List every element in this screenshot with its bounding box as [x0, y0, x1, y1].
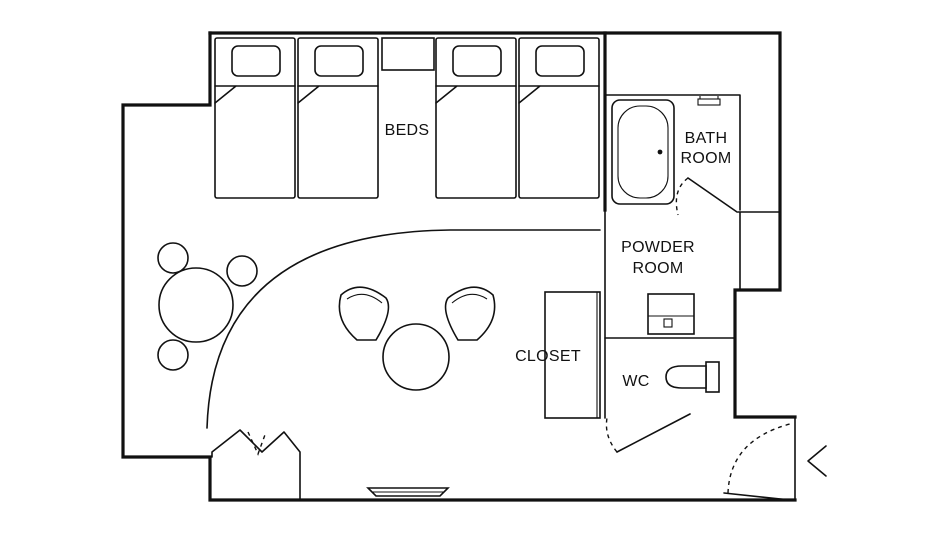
dining-set [157, 242, 258, 371]
bed-1 [214, 37, 296, 199]
powder-room-label-line2: ROOM [633, 260, 684, 277]
bathroom-label-line1: BATH [685, 130, 728, 147]
bed-2-pillow [314, 45, 364, 77]
lounge-set [338, 286, 496, 391]
cabinet [211, 429, 301, 501]
bathtub-basin [617, 105, 669, 199]
entry-arrow-icon [807, 445, 827, 477]
dining-chair [157, 339, 189, 371]
powder-room-label-line1: POWDER [621, 239, 695, 256]
wc-door [616, 413, 691, 453]
toilet-bowl [665, 365, 707, 389]
entrance [723, 416, 827, 501]
bed-3 [435, 37, 517, 199]
sink-faucet [663, 318, 673, 328]
armchair-right [444, 286, 496, 341]
entrance-door-swing [727, 423, 791, 494]
dining-table [158, 267, 234, 343]
wc-door-swing [605, 417, 618, 453]
bed-1-pillow [231, 45, 281, 77]
bed-2 [297, 37, 379, 199]
coffee-table [382, 323, 450, 391]
bench [366, 487, 450, 497]
powder-room: POWDER ROOM [604, 209, 741, 339]
bathroom: BATH ROOM [604, 94, 781, 216]
bathroom-door [687, 177, 738, 213]
entrance-door [723, 492, 791, 501]
bathtub-drain [657, 149, 663, 155]
wc-label: WC [622, 373, 649, 390]
floor-level-curve [206, 229, 601, 429]
bathroom-door-swing [675, 177, 689, 216]
closet-box [544, 291, 601, 419]
nightstand [381, 37, 435, 71]
toilet-tank [705, 361, 720, 393]
wc-room: WC [604, 337, 736, 453]
closet-label: CLOSET [515, 348, 581, 365]
bathroom-label-line2: ROOM [681, 150, 732, 167]
beds-area: BEDS [214, 37, 600, 199]
bed-3-pillow [452, 45, 502, 77]
bed-4-pillow [535, 45, 585, 77]
cabinet-door-swing [247, 431, 267, 456]
dining-chair [157, 242, 189, 274]
bathtub [611, 99, 675, 205]
armchair-left [338, 286, 390, 341]
dining-chair [226, 255, 258, 287]
sink-counter [647, 293, 695, 335]
bed-4 [518, 37, 600, 199]
closet: CLOSET [515, 291, 601, 419]
beds-label: BEDS [385, 122, 430, 139]
bath-fixture [697, 98, 721, 106]
